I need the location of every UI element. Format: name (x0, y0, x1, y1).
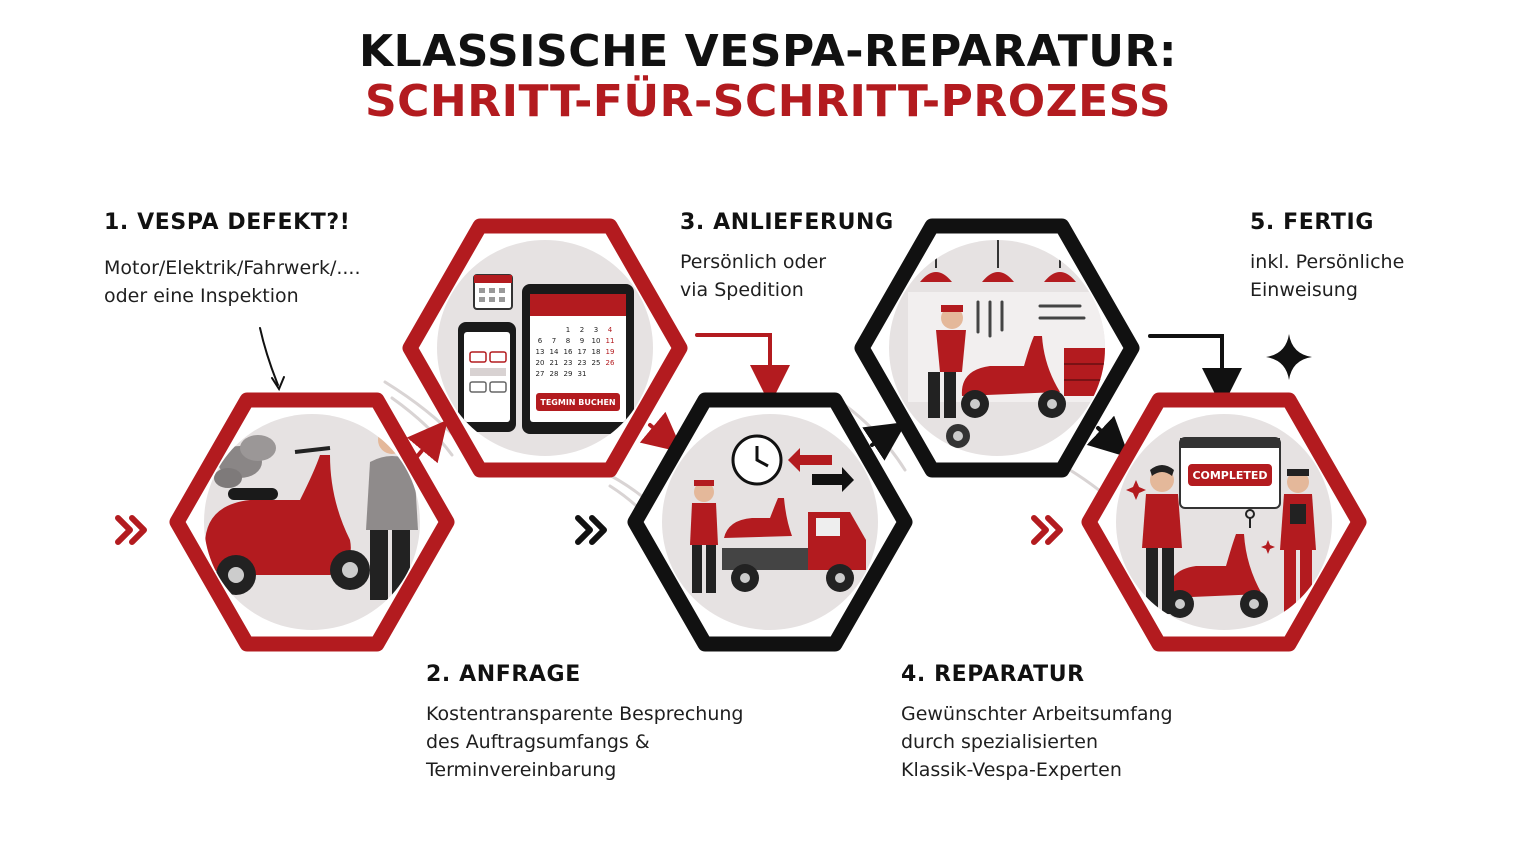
calendar-day: 18 (592, 348, 601, 356)
hand-drawn-arrow-icon (259, 327, 279, 386)
calendar-day: 25 (592, 359, 601, 367)
calendar-day: 19 (606, 348, 615, 356)
step-5-line: inkl. Persönliche (1250, 251, 1405, 273)
calendar-day: 14 (550, 348, 559, 356)
calendar-day: 6 (538, 337, 543, 345)
calendar-day: 17 (578, 348, 587, 356)
calendar-day: 23 (578, 359, 587, 367)
step-4-hexagon (854, 218, 1140, 478)
calendar-day: 23 (564, 359, 573, 367)
calendar-day: 4 (608, 326, 613, 334)
sparkle-icon (1266, 334, 1312, 380)
step-2-line: Terminvereinbarung (426, 759, 617, 781)
calendar-day: 28 (550, 370, 559, 378)
completed-badge (1188, 464, 1272, 486)
step-3-line: via Spedition (680, 279, 804, 301)
step-2-description: Kostentransparente Besprechung des Auftr… (426, 700, 743, 784)
step-5-heading: 5. FERTIG (1250, 210, 1374, 235)
calendar-day: 11 (606, 337, 615, 345)
calendar-day: 29 (564, 370, 573, 378)
calendar-day: 2 (580, 326, 584, 334)
calendar-day: 8 (566, 337, 570, 345)
broken-scooter-icon (205, 424, 418, 600)
step-4-line: Klassik-Vespa-Experten (901, 759, 1122, 781)
step-3-heading: 3. ANLIEFERUNG (680, 210, 894, 235)
title-line-2: SCHRITT-FÜR-SCHRITT-PROZESS (364, 76, 1172, 127)
workshop-icon (908, 240, 1105, 448)
completed-badge-label: COMPLETED (1192, 469, 1267, 482)
book-appointment-button (536, 393, 620, 411)
delivery-truck-icon (690, 434, 866, 593)
step-5-hexagon: COMPLETED (1081, 392, 1367, 652)
calendar-day: 13 (536, 348, 545, 356)
step-4-description: Gewünschter Arbeitsumfang durch speziali… (901, 700, 1173, 784)
chevron-red-icon (115, 515, 147, 545)
step-5-description: inkl. Persönliche Einweisung (1250, 248, 1404, 304)
calendar-day: 31 (578, 370, 587, 378)
calendar-day: 27 (536, 370, 545, 378)
calendar-day: 10 (592, 337, 601, 345)
step-2-line: des Auftragsumfangs & (426, 731, 650, 753)
chevron-red-icon (1031, 515, 1063, 545)
step-1-line: oder eine Inspektion (104, 285, 299, 307)
book-appointment-label: TEGMIN BUCHEN (540, 398, 615, 407)
calendar-day: 16 (564, 348, 573, 356)
step-4-heading: 4. REPARATUR (901, 662, 1085, 687)
calendar-day: 3 (594, 326, 598, 334)
step-1-line: Motor/Elektrik/Fahrwerk/.... (104, 257, 361, 279)
calendar-day: 20 (536, 359, 545, 367)
connector-arrows (259, 327, 1242, 467)
step-1-heading: 1. VESPA DEFEKT?! (104, 210, 351, 235)
step-3-hexagon (627, 392, 913, 652)
chevron-dark-icon (575, 515, 607, 545)
calendar-day: 7 (552, 337, 556, 345)
step-3-description: Persönlich oder via Spedition (680, 248, 826, 304)
calendar-day: 21 (550, 359, 559, 367)
step-2-line: Kostentransparente Besprechung (426, 703, 744, 725)
step-4-line: Gewünschter Arbeitsumfang (901, 703, 1173, 725)
step-1-hexagon (169, 392, 455, 652)
step-3-line: Persönlich oder (680, 251, 827, 273)
step-5-line: Einweisung (1250, 279, 1358, 301)
step-4-line: durch spezialisierten (901, 731, 1098, 753)
calendar-day: 9 (580, 337, 584, 345)
title-line-1: KLASSISCHE VESPA-REPARATUR: (359, 26, 1177, 77)
step-2-heading: 2. ANFRAGE (426, 662, 581, 687)
calendar-day: 1 (566, 326, 570, 334)
step-1-description: Motor/Elektrik/Fahrwerk/.... oder eine I… (104, 254, 361, 310)
calendar-day: 26 (606, 359, 615, 367)
